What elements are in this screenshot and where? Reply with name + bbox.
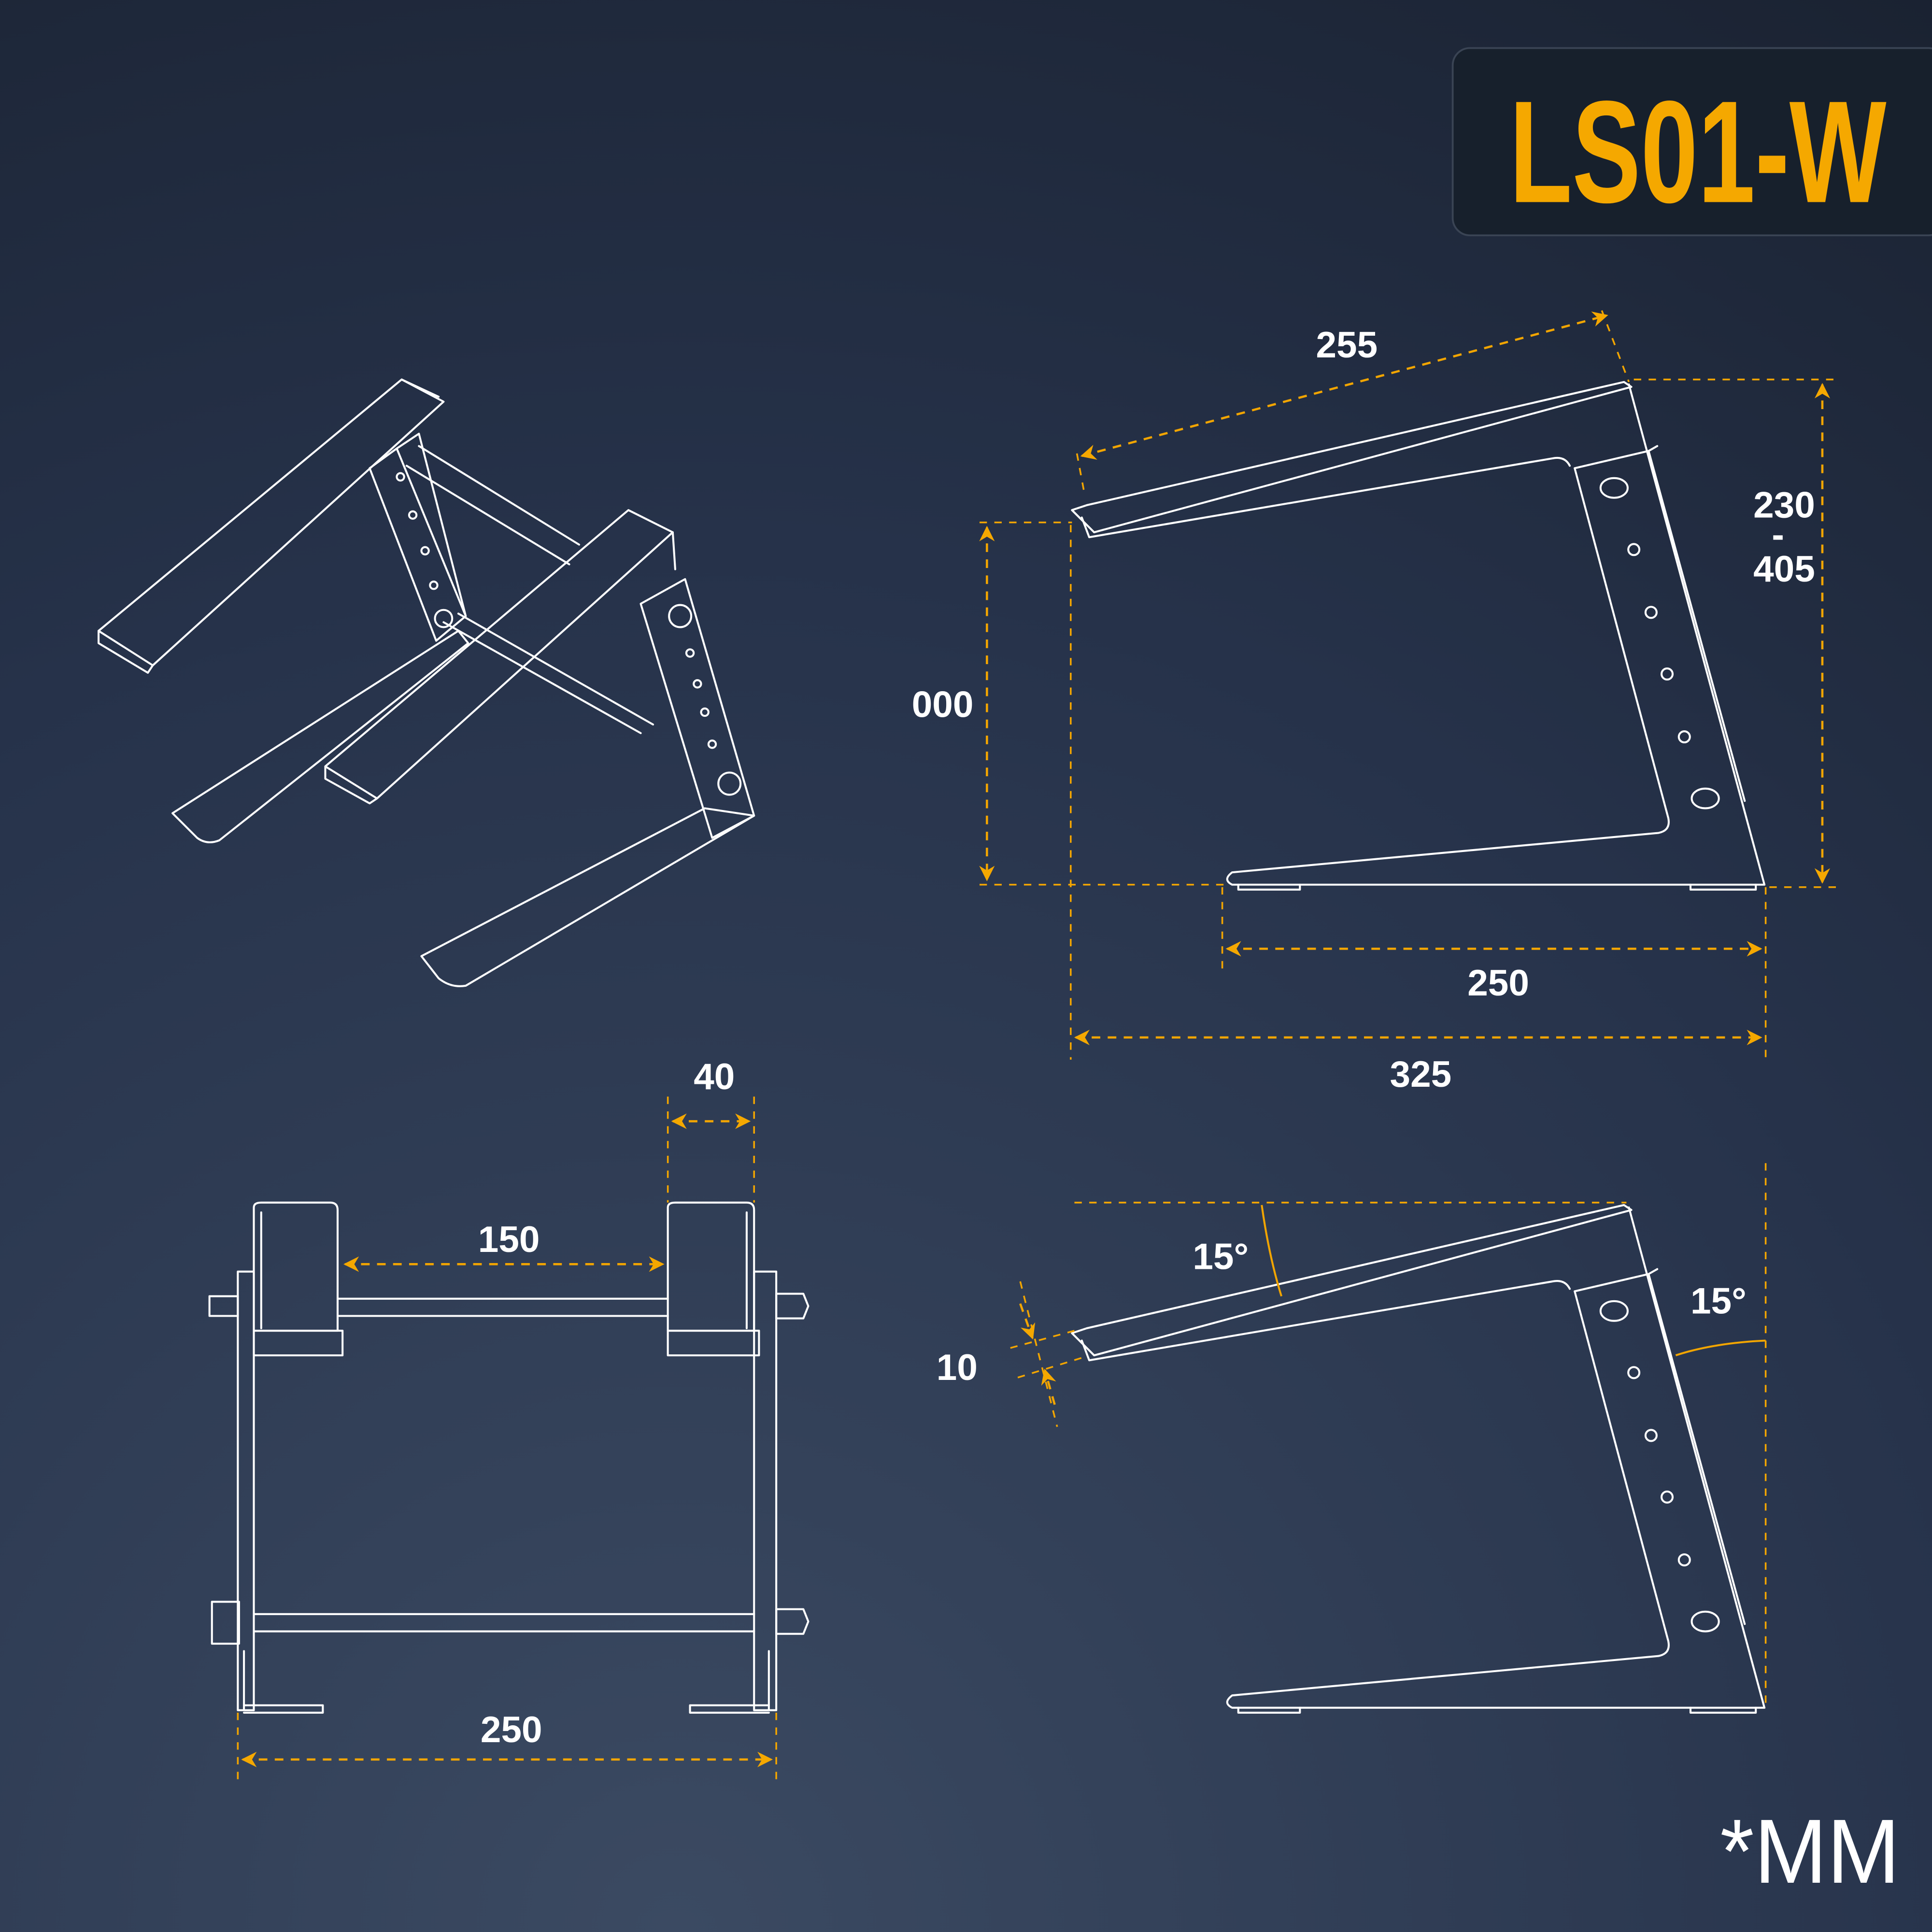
isometric-view bbox=[98, 378, 755, 987]
platform-angle-label: 15° bbox=[1193, 1236, 1249, 1278]
front-view: 40 150 250 bbox=[208, 1056, 810, 1782]
total-width-label: 250 bbox=[481, 1709, 542, 1750]
height-min-label: 230 bbox=[1753, 484, 1815, 526]
arm-width-label: 40 bbox=[694, 1056, 735, 1097]
side-view: 255 230 - 405 000 250 325 bbox=[912, 310, 1836, 1095]
lip-height-label: 10 bbox=[937, 1347, 978, 1388]
angle-view: 15° 15° 10 bbox=[937, 1163, 1767, 1713]
rear-angle-label: 15° bbox=[1690, 1280, 1747, 1321]
platform-length-label: 255 bbox=[1316, 325, 1378, 366]
height-separator: - bbox=[1772, 514, 1784, 555]
unit-note: *MM bbox=[1720, 1801, 1900, 1903]
platform-length-dimension bbox=[1080, 312, 1608, 460]
front-height-label: 000 bbox=[912, 684, 974, 725]
base-length-label: 250 bbox=[1467, 963, 1529, 1004]
title-badge: LS01-W bbox=[1451, 47, 1932, 237]
height-max-label: 405 bbox=[1753, 549, 1815, 590]
arm-gap-label: 150 bbox=[478, 1219, 540, 1260]
product-title: LS01-W bbox=[1509, 70, 1888, 233]
total-depth-label: 325 bbox=[1390, 1054, 1452, 1095]
